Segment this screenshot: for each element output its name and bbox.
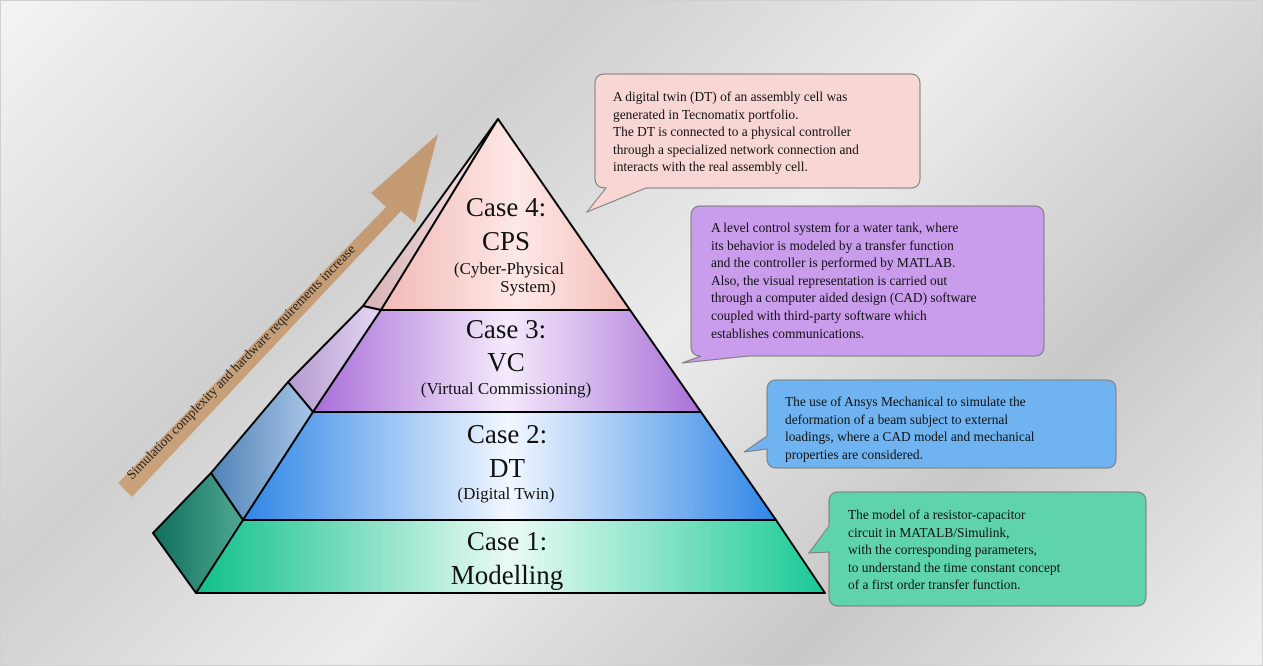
callout-shapes: [585, 73, 1147, 607]
case-2-full: (Digital Twin): [457, 484, 554, 503]
case-4-full-line1: (Cyber-Physical: [454, 259, 564, 278]
callout-text-dt: The use of Ansys Mechanical to simulate …: [785, 394, 1035, 462]
pyramid-front: [195, 118, 826, 594]
callout-bubble-dt: [743, 379, 1117, 469]
case-3-abbr: VC: [487, 347, 525, 377]
pyramid-side-faces: [152, 118, 499, 594]
case-4-full-line2: System): [500, 277, 556, 296]
case-4-title: Case 4:: [466, 192, 546, 222]
case-2-title: Case 2:: [467, 419, 547, 449]
case-3-full: (Virtual Commissioning): [421, 379, 591, 398]
callout-text-cps: A digital twin (DT) of an assembly cell …: [613, 89, 859, 175]
callout-bubble-modelling: [807, 491, 1147, 607]
case-1-name: Modelling: [451, 560, 564, 590]
case-1-title: Case 1:: [467, 526, 547, 556]
arrow-shape: [118, 134, 438, 497]
callout-text-vc: A level control system for a water tank,…: [711, 220, 977, 341]
callout-bubble-cps: [585, 73, 921, 214]
callout-text-modelling: The model of a resistor-capacitor circui…: [848, 507, 1061, 593]
case-3-title: Case 3:: [466, 314, 546, 344]
level-case-1: [195, 519, 826, 594]
callout-bubble-vc: [681, 205, 1045, 364]
case-2-abbr: DT: [489, 453, 525, 483]
level-labels: Case 4: CPS (Cyber-Physical System) Case…: [421, 192, 591, 590]
case-4-abbr: CPS: [482, 226, 530, 256]
